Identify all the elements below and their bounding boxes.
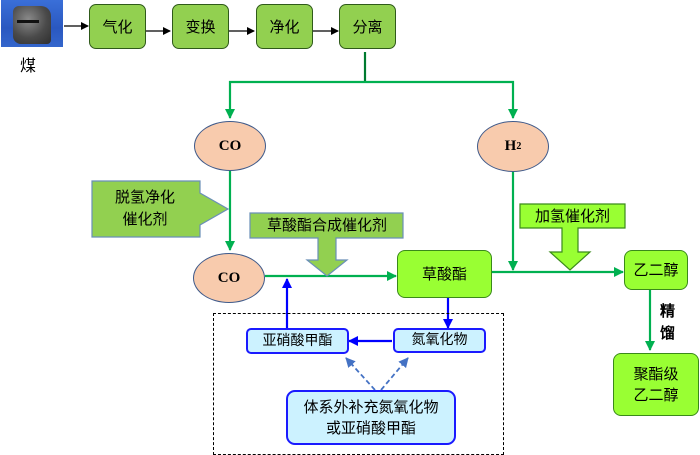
coal-lump-icon	[13, 6, 51, 44]
supplement-box: 体系外补充氮氧化物 或亚硝酸甲酯	[286, 390, 456, 445]
oxalate-box: 草酸酯	[397, 250, 492, 298]
hydrogenation-catalyst-arrow	[519, 203, 626, 271]
coal-label: 煤	[20, 56, 37, 75]
dashed-arrow-to-methyl-nitrite	[345, 357, 376, 391]
nitrogen-oxides-box: 氮氧化物	[393, 328, 486, 353]
co-node-bottom: CO	[193, 253, 265, 303]
ethylene-glycol-box: 乙二醇	[624, 250, 688, 290]
step-purification: 净化	[256, 4, 313, 49]
split-to-co	[225, 80, 365, 119]
split-to-h2	[365, 80, 518, 119]
methyl-nitrite-box: 亚硝酸甲酯	[246, 328, 349, 354]
h2-label: H	[504, 138, 517, 154]
coal-image	[1, 0, 63, 47]
step-shift: 变换	[172, 4, 229, 49]
step-separation: 分离	[339, 4, 396, 49]
oxalate-catalyst-label: 草酸酯合成催化剂	[266, 216, 387, 234]
hydrogenation-catalyst-label: 加氢催化剂	[534, 207, 610, 225]
h2-subscript: 2	[516, 141, 522, 152]
refining-label: 精 馏	[660, 302, 676, 342]
co-node-top: CO	[194, 121, 266, 171]
dehydrogenation-catalyst-label: 脱氢净化 催化剂	[114, 188, 175, 228]
step-gasification: 气化	[89, 4, 146, 49]
oxalate-catalyst-arrow	[249, 212, 404, 277]
dehydrogenation-catalyst-arrow	[91, 180, 230, 238]
polyester-grade-glycol-box: 聚酯级 乙二醇	[613, 353, 699, 416]
dashed-arrow-to-nox	[380, 357, 409, 391]
